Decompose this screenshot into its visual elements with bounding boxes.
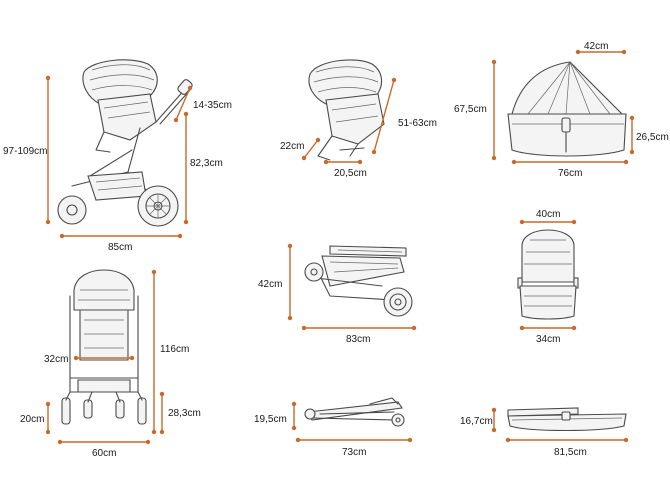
front-stroller-dims <box>45 269 165 445</box>
side-stroller-handle-adjust-label: 14-35cm <box>193 100 232 111</box>
carrycot-top-length-label: 42cm <box>584 41 608 52</box>
carrycot-width-top-label: 40cm <box>536 209 560 220</box>
side-stroller-height-label: 97-109cm <box>3 146 47 157</box>
carrycot-flat-length-label: 81,5cm <box>554 447 587 458</box>
front-stroller-drawing <box>61 269 147 425</box>
carrycot-flat-dims <box>491 407 629 443</box>
carrycot-flat-height-label: 16,7cm <box>460 416 493 427</box>
front-width-label: 60cm <box>92 448 116 459</box>
side-stroller-handle-height-label: 82,3cm <box>190 158 223 169</box>
folded-flat-dims <box>291 401 413 443</box>
seat-unit-depth-label: 20,5cm <box>334 168 367 179</box>
folded-side-drawing <box>304 245 413 317</box>
carrycot-flat-drawing <box>507 407 627 432</box>
carrycot-side-drawing <box>507 61 627 157</box>
front-axle-height-label: 28,3cm <box>168 408 201 419</box>
folded-flat-drawing <box>304 397 405 427</box>
front-wheel-height-label: 20cm <box>20 414 44 425</box>
front-seat-width-label: 32cm <box>44 354 68 365</box>
carrycot-length-label: 76cm <box>558 168 582 179</box>
carrycot-height-label: 67,5cm <box>454 104 487 115</box>
front-height-label: 116cm <box>160 344 189 355</box>
carrycot-width-bottom-label: 34cm <box>536 334 560 345</box>
folded-flat-height-label: 19,5cm <box>254 414 287 425</box>
folded-height-label: 42cm <box>258 279 282 290</box>
carrycot-top-drawing <box>517 229 579 320</box>
folded-side-dims <box>287 243 417 331</box>
seat-unit-drawing <box>308 59 385 161</box>
seat-unit-dims <box>301 77 397 165</box>
side-stroller-dims <box>45 75 193 239</box>
folded-length-label: 83cm <box>346 334 370 345</box>
folded-flat-length-label: 73cm <box>342 447 366 458</box>
carrycot-side-dims <box>491 49 635 165</box>
seat-unit-diag-height-label: 51-63cm <box>398 118 437 129</box>
carrycot-top-dims <box>519 219 577 331</box>
seat-unit-footrest-label: 22cm <box>280 141 304 152</box>
carrycot-depth-label: 26,5cm <box>636 132 669 143</box>
side-stroller-length-label: 85cm <box>108 242 132 253</box>
side-stroller-drawing <box>57 59 193 227</box>
